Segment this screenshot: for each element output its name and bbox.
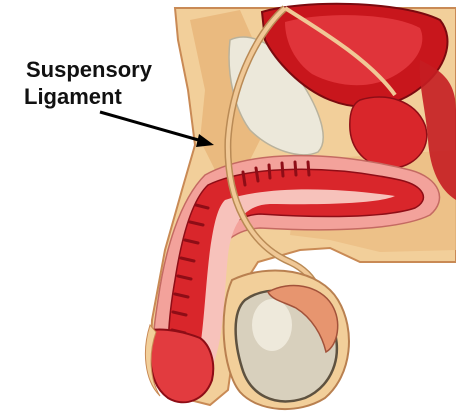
glans xyxy=(150,329,213,402)
label-line-suspensory: Suspensory xyxy=(26,57,152,83)
label-line-ligament: Ligament xyxy=(24,84,122,110)
testis-highlight xyxy=(252,299,292,351)
